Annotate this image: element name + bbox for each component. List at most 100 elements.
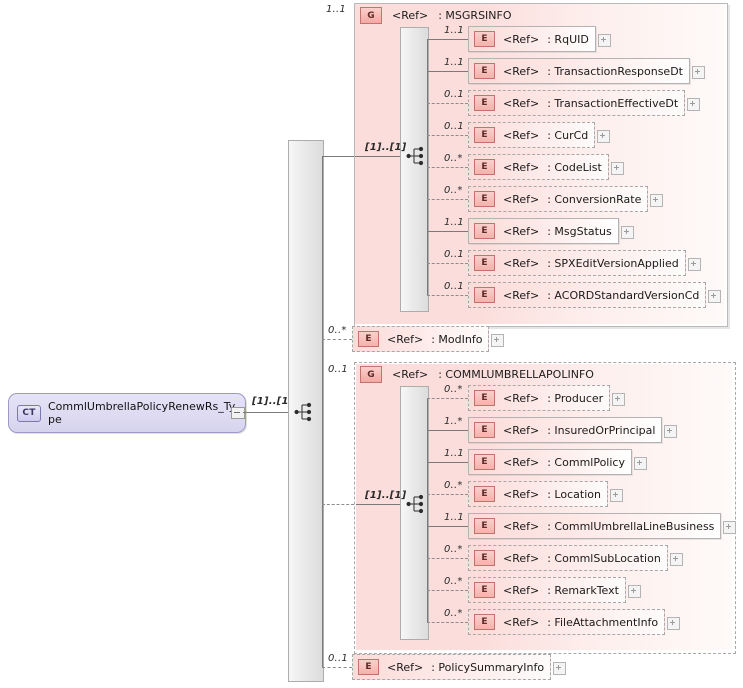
group-inner-cardinality: [1]..[1]	[365, 490, 407, 501]
element-expand-icon[interactable]	[634, 457, 647, 470]
element-node[interactable]: E<Ref>: Producer	[468, 385, 610, 411]
element-node[interactable]: E<Ref>: SPXEditVersionApplied	[468, 250, 686, 276]
element-expand-icon[interactable]	[708, 290, 721, 303]
connector-line	[322, 156, 323, 667]
item-cardinality: 1..1	[444, 217, 464, 228]
element-expand-icon[interactable]	[688, 258, 701, 271]
element-ref-label: <Ref>	[503, 192, 540, 206]
item-cardinality: 0..*	[444, 384, 463, 395]
item-cardinality: 0..1	[444, 281, 464, 292]
element-node[interactable]: E<Ref>: CommlSubLocation	[468, 545, 668, 571]
element-name-label: : CurCd	[547, 128, 589, 142]
element-type-badge: E	[474, 223, 495, 239]
group-sequence-icon	[406, 493, 428, 515]
element-ref-label: <Ref>	[503, 128, 540, 142]
element-expand-icon[interactable]	[667, 617, 680, 630]
element-name-label: : CommlSubLocation	[547, 551, 661, 565]
element-node[interactable]: E<Ref>: RqUID	[468, 26, 596, 52]
element-expand-icon[interactable]	[621, 226, 634, 239]
element-name-label: : TransactionResponseDt	[547, 64, 683, 78]
element-expand-icon[interactable]	[687, 98, 700, 111]
element-expand-icon[interactable]	[491, 334, 504, 347]
element-type-badge: E	[474, 63, 495, 79]
element-type-badge: E	[358, 331, 379, 347]
element-node[interactable]: E<Ref>: Location	[468, 481, 608, 507]
element-type-badge: E	[474, 582, 495, 598]
element-node[interactable]: E<Ref>: TransactionResponseDt	[468, 58, 690, 84]
element-node[interactable]: E<Ref>: FileAttachmentInfo	[468, 609, 665, 635]
element-expand-icon[interactable]	[670, 553, 683, 566]
connector-line	[243, 412, 288, 413]
element-type-badge: E	[474, 159, 495, 175]
element-expand-icon[interactable]	[723, 521, 736, 534]
connector-line	[322, 339, 352, 340]
element-node[interactable]: E<Ref>: CurCd	[468, 122, 595, 148]
root-collapse-nub[interactable]	[231, 407, 245, 419]
element-ref-label: <Ref>	[503, 288, 540, 302]
connector-line	[427, 231, 468, 232]
connector-line	[322, 156, 354, 157]
connector-line	[427, 295, 468, 296]
element-ref-label: <Ref>	[387, 660, 424, 674]
element-ref-label: <Ref>	[503, 256, 540, 270]
item-cardinality: 1..1	[444, 512, 464, 523]
item-cardinality: 0..1	[444, 89, 464, 100]
element-type-badge: E	[474, 390, 495, 406]
element-node[interactable]: E<Ref>: ACORDStandardVersionCd	[468, 282, 706, 308]
element-node[interactable]: E<Ref>: CodeList	[468, 154, 609, 180]
element-expand-icon[interactable]	[611, 162, 624, 175]
element-expand-icon[interactable]	[612, 393, 625, 406]
connector-line	[427, 398, 468, 399]
element-node[interactable]: E<Ref>: PolicySummaryInfo	[352, 654, 551, 680]
element-name-label: : CommlPolicy	[547, 455, 625, 469]
element-node[interactable]: E<Ref>: RemarkText	[468, 577, 626, 603]
element-name-label: : ConversionRate	[547, 192, 642, 206]
element-node[interactable]: E<Ref>: CommlPolicy	[468, 449, 632, 475]
element-node[interactable]: E<Ref>: TransactionEffectiveDt	[468, 90, 685, 116]
element-node[interactable]: E<Ref>: MsgStatus	[468, 218, 619, 244]
element-expand-icon[interactable]	[610, 489, 623, 502]
element-ref-label: <Ref>	[503, 96, 540, 110]
element-type-badge: E	[474, 287, 495, 303]
connector-line	[427, 494, 468, 495]
element-ref-label: <Ref>	[503, 487, 540, 501]
element-ref-label: <Ref>	[503, 160, 540, 174]
element-type-badge: E	[474, 486, 495, 502]
element-node[interactable]: E<Ref>: ConversionRate	[468, 186, 648, 212]
connector-line	[427, 199, 468, 200]
element-ref-label: <Ref>	[503, 423, 540, 437]
element-node[interactable]: E<Ref>: CommlUmbrellaLineBusiness	[468, 513, 721, 539]
element-expand-icon[interactable]	[664, 425, 677, 438]
connector-line	[427, 135, 468, 136]
root-type-badge: CT	[17, 404, 41, 422]
element-expand-icon[interactable]	[628, 585, 641, 598]
item-cardinality: 1..1	[444, 25, 464, 36]
element-ref-label: <Ref>	[387, 332, 424, 346]
group-name-label: : MSGRSINFO	[438, 9, 512, 22]
group-header: G<Ref>: COMMLUMBRELLAPOLINFO	[360, 366, 594, 383]
element-expand-icon[interactable]	[692, 66, 705, 79]
element-name-label: : FileAttachmentInfo	[547, 615, 659, 629]
item-cardinality: 0..*	[444, 185, 463, 196]
element-name-label: : CommlUmbrellaLineBusiness	[547, 519, 715, 533]
element-expand-icon[interactable]	[598, 34, 611, 47]
element-expand-icon[interactable]	[650, 194, 663, 207]
group-ref-label: <Ref>	[392, 368, 429, 381]
connector-line	[427, 462, 468, 463]
connector-line	[427, 263, 468, 264]
group-inner-cardinality: [1]..[1]	[365, 142, 407, 153]
element-name-label: : ModInfo	[431, 332, 483, 346]
connector-line	[427, 622, 468, 623]
element-cardinality: 0..*	[328, 325, 347, 336]
connector-line	[427, 430, 468, 431]
item-cardinality: 0..*	[444, 480, 463, 491]
element-expand-icon[interactable]	[597, 130, 610, 143]
element-expand-icon[interactable]	[553, 662, 566, 675]
connector-line	[427, 167, 468, 168]
connector-line	[356, 504, 400, 505]
element-node[interactable]: E <Ref> : ModInfo	[352, 326, 489, 352]
root-connector-cardinality: [1]..[1]	[252, 396, 294, 407]
element-node[interactable]: E<Ref>: InsuredOrPrincipal	[468, 417, 662, 443]
